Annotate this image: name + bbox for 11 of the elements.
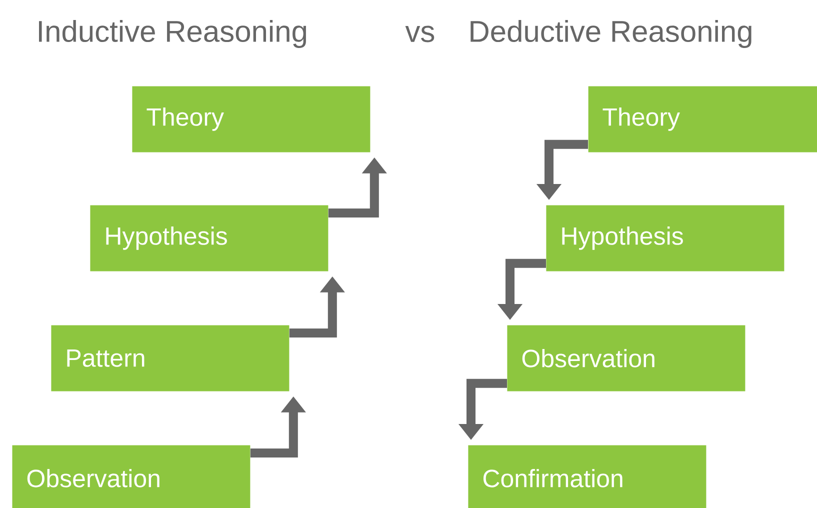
heading-text: Deductive Reasoning: [470, 20, 752, 48]
step-box: Hypothesis: [90, 205, 328, 272]
step-box: Confirmation: [468, 445, 706, 508]
step-box: Theory: [132, 86, 370, 152]
step-box: Pattern: [51, 325, 290, 392]
heading-text: Inductive Reasoning: [38, 20, 306, 48]
step-box: Observation: [12, 445, 250, 508]
heading-text: vs: [405, 26, 434, 42]
step-box: Theory: [588, 86, 817, 152]
step-box: Hypothesis: [546, 205, 784, 272]
step-box: Observation: [507, 325, 746, 392]
